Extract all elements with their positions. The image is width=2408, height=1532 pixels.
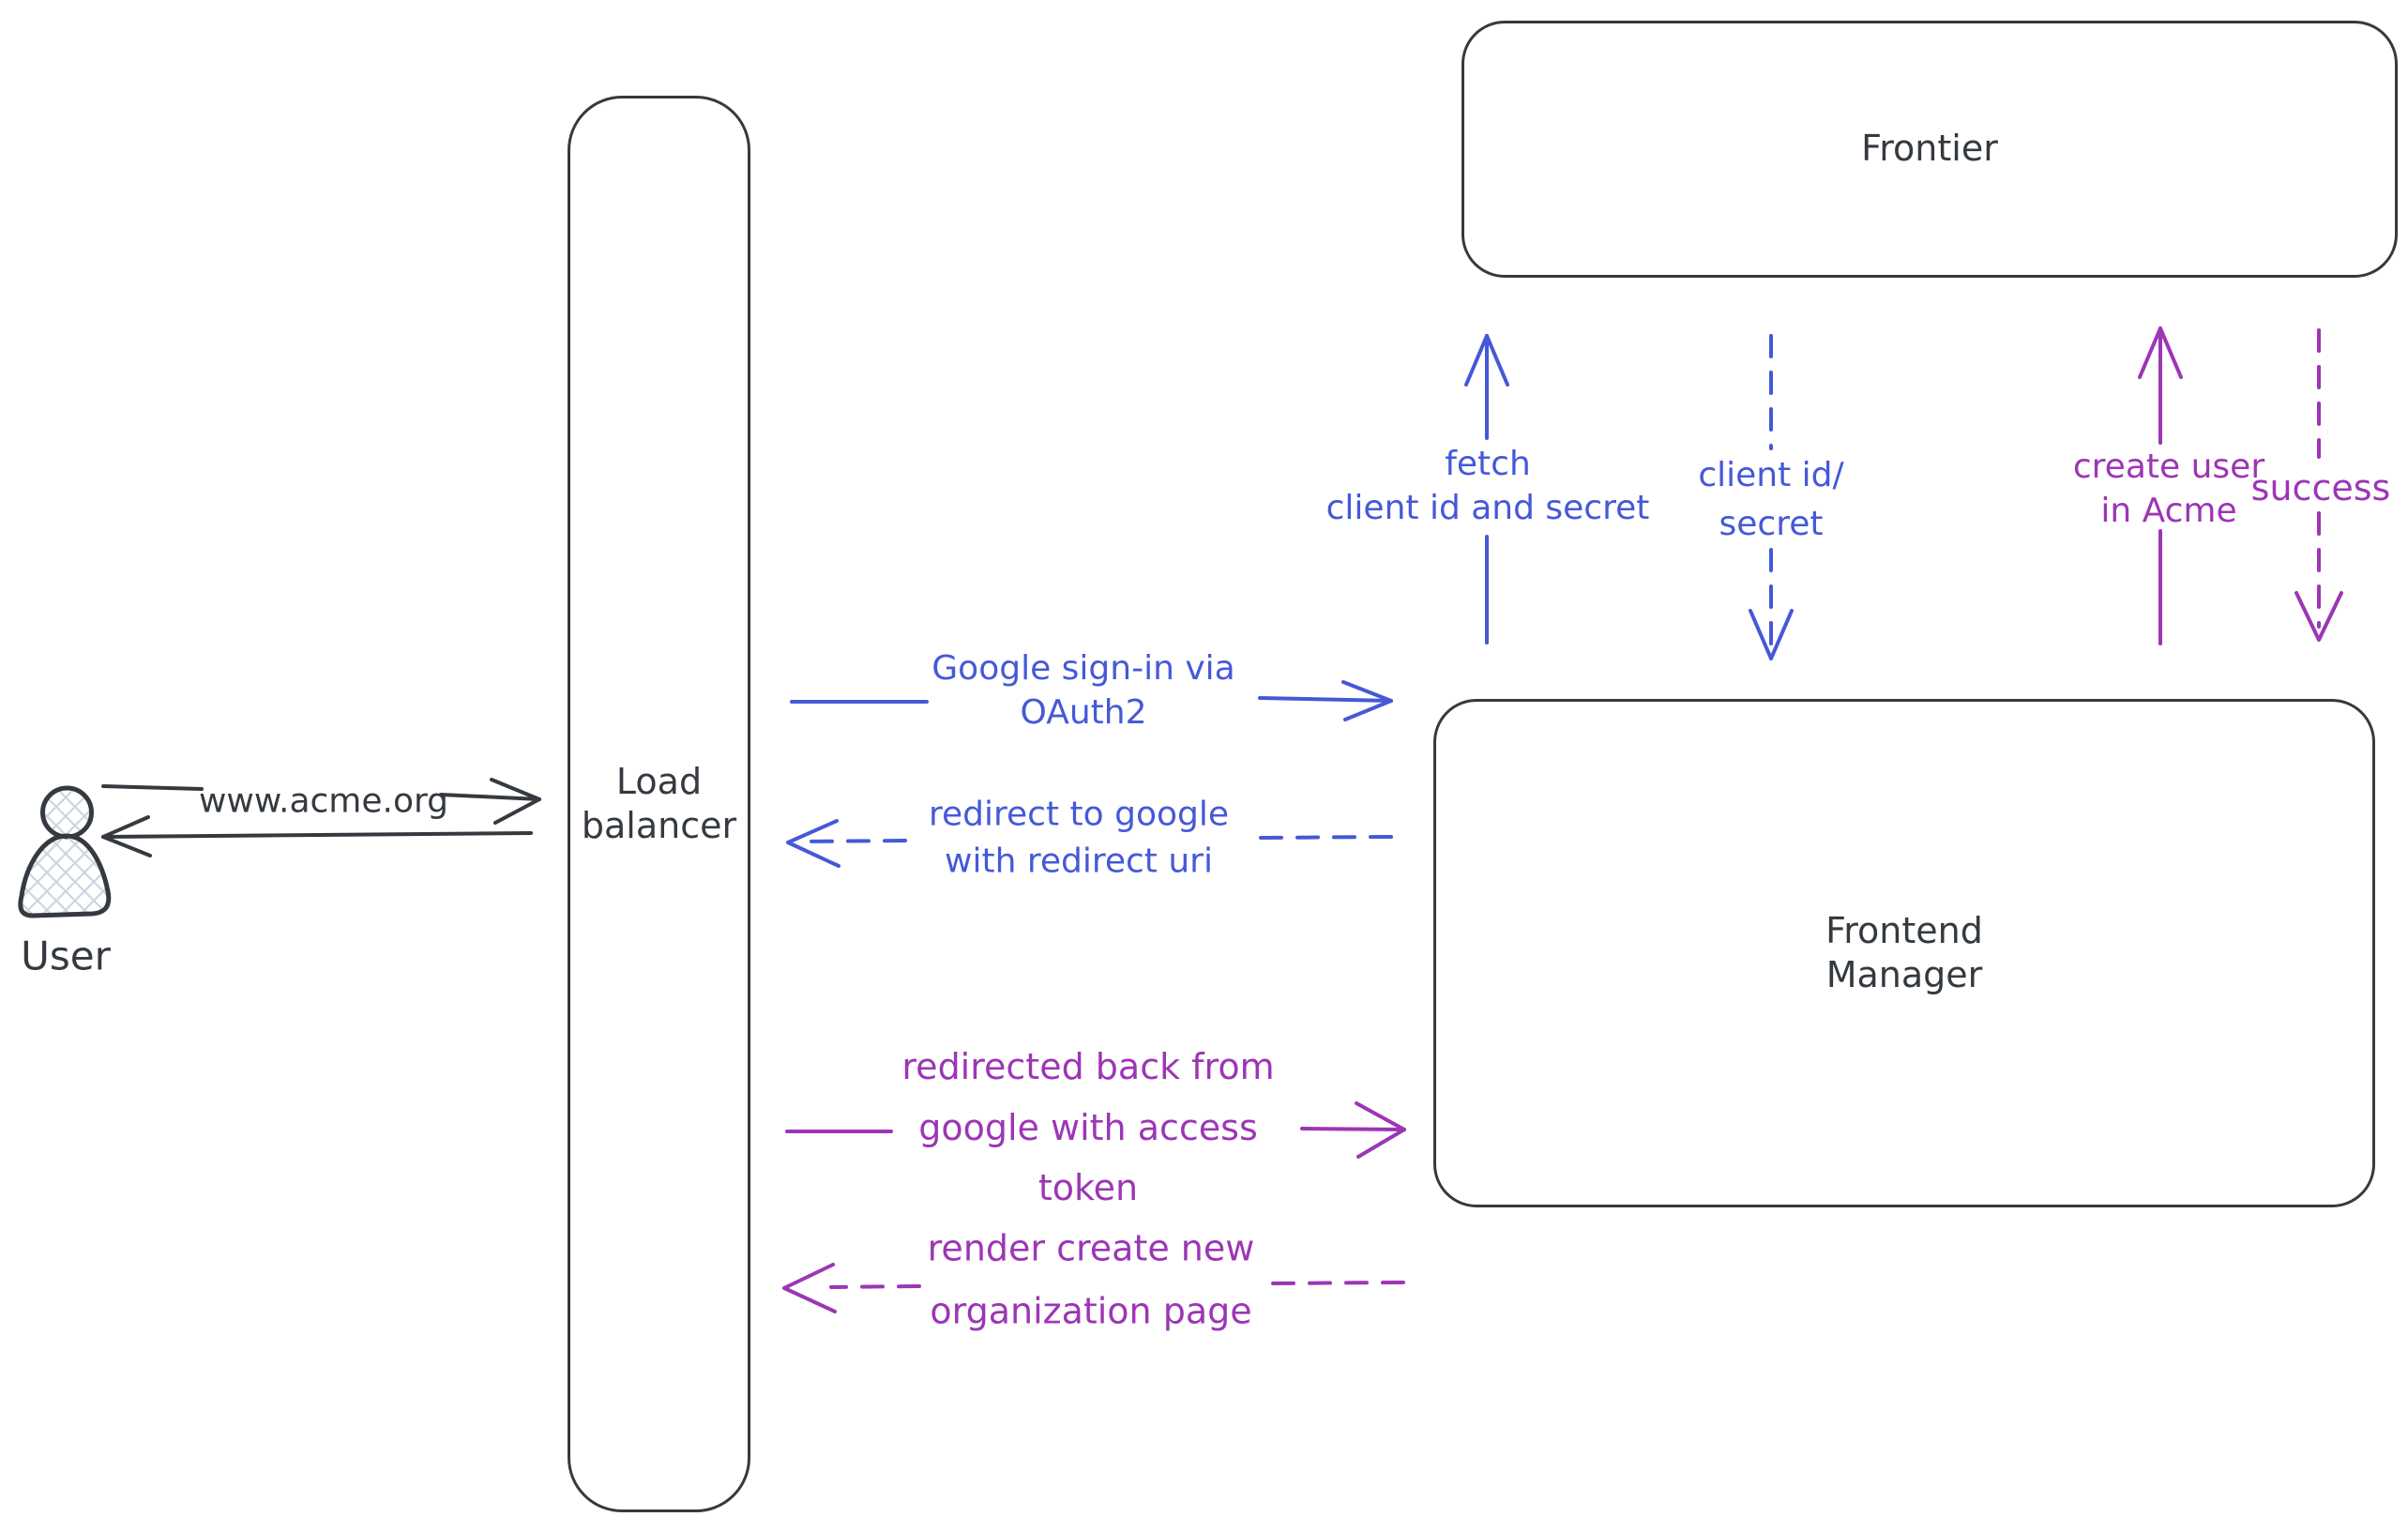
person-icon (18, 785, 112, 918)
arrow-success (2294, 328, 2343, 642)
edge-label-fetch-client: fetch client id and secret (1325, 445, 1650, 527)
arrow-www-acme (101, 778, 541, 825)
arrow-render-org (782, 1263, 1405, 1313)
arrow-redirect-google (786, 819, 1393, 868)
edge-label-client-secret: client id/ secret (1698, 455, 1844, 543)
edge-label-create-user: create user in Acme (2072, 447, 2265, 530)
edge-label-redirect-google: redirect to google with redirect uri (928, 795, 1230, 881)
arrow-google-signin (790, 680, 1393, 721)
arrow-create-user (2138, 326, 2183, 645)
frontend-manager-label: Frontend Manager (1825, 909, 1983, 996)
edge-label-google-signin: Google sign-in via OAuth2 (931, 649, 1235, 732)
edge-label-render-org: render create new organization page (927, 1227, 1255, 1332)
node-frontend-manager: Frontend Manager (1433, 699, 2375, 1207)
arrow-client-secret (1749, 334, 1794, 660)
edge-label-www-acme: www.acme.org (198, 781, 449, 821)
load-balancer-label: Load balancer (581, 760, 737, 847)
frontier-label: Frontier (1861, 128, 1998, 170)
node-load-balancer: Load balancer (568, 96, 750, 1512)
arrow-lb-return (101, 815, 533, 857)
edge-label-success: success (2250, 467, 2391, 508)
arrow-redirected-back (785, 1101, 1406, 1159)
arrow-fetch-client (1464, 334, 1509, 645)
edge-label-redirected-back: redirected back from google with access … (901, 1046, 1275, 1209)
node-frontier: Frontier (1461, 21, 2398, 278)
user-label: User (21, 933, 111, 979)
